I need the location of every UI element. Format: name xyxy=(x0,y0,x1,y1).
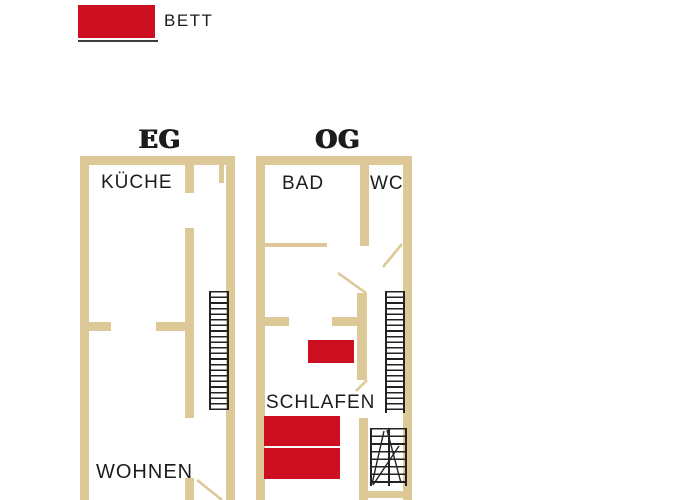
og-wall-bad-bottom xyxy=(265,243,327,247)
og-wall-middle-stub xyxy=(332,317,358,326)
eg-wall-right xyxy=(226,156,235,500)
bed-rect-3 xyxy=(264,448,340,479)
bed-rect-1 xyxy=(308,340,354,363)
og-schlafen-door-swing-line xyxy=(355,379,368,392)
eg-wall-middle xyxy=(185,228,194,418)
eg-stairs xyxy=(209,291,229,410)
eg-wall-middle-stub xyxy=(156,322,185,331)
og-wall-left xyxy=(256,156,265,500)
eg-wall-niche-stub xyxy=(219,163,224,183)
og-wc-door-swing-line xyxy=(381,243,404,268)
og-wall-middle-upper xyxy=(357,293,367,380)
og-stairs-straight xyxy=(385,291,405,413)
og-wall-bad-wc-divider xyxy=(360,163,369,246)
legend-bed-swatch xyxy=(78,5,155,38)
og-room-label-schlafen: SCHLAFEN xyxy=(266,392,376,413)
eg-wall-kueche-stub xyxy=(185,163,194,193)
og-wall-middle-lower xyxy=(359,418,368,500)
og-wall-stair-bottom xyxy=(368,491,412,498)
eg-room-label-kueche: KÜCHE xyxy=(101,172,173,193)
legend-bed-label: BETT xyxy=(164,11,214,30)
floor-title-eg: EG xyxy=(138,125,182,154)
eg-room-label-wohnen: WOHNEN xyxy=(96,461,194,483)
og-hall-door-swing-line xyxy=(337,271,367,295)
og-room-label-wc: WC xyxy=(370,173,404,194)
floor-title-og: OG xyxy=(315,125,361,154)
eg-wall-left-stub xyxy=(80,322,111,331)
og-wall-right xyxy=(403,156,412,500)
og-room-label-bad: BAD xyxy=(282,173,325,194)
eg-wall-top xyxy=(80,156,235,165)
og-stairs-winder xyxy=(370,428,407,486)
og-wall-left-stub xyxy=(256,317,289,326)
bed-rect-2 xyxy=(264,416,340,446)
eg-door-swing-line xyxy=(196,478,223,500)
og-wall-top xyxy=(256,156,412,165)
legend-underline xyxy=(78,40,158,42)
eg-wall-bottom-stub xyxy=(185,478,194,500)
